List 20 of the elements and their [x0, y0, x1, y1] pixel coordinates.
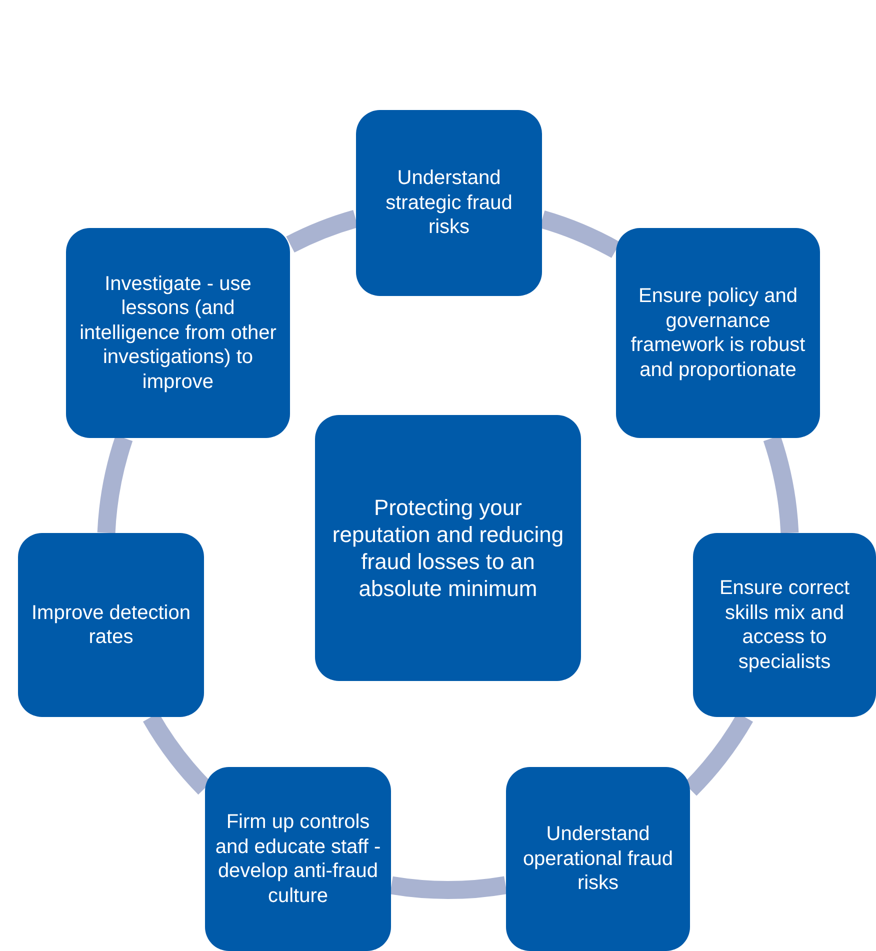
box-text: Ensure policy and governance framework is robust and proportionate [630, 284, 806, 382]
ring-connector [763, 436, 799, 534]
rounded-box [356, 110, 542, 296]
rounded-box [66, 228, 290, 438]
ring-connector [286, 210, 358, 253]
box-text: Protecting your reputation and reducing fraud losses to an absolute minimum [331, 494, 565, 602]
rounded-box [315, 415, 581, 681]
rounded-box [205, 767, 391, 951]
ring-connector [390, 876, 507, 899]
box-text: Firm up controls and educate staff - develop anti-fraud culture [215, 810, 381, 908]
box-text: Investigate - use lessons (and intelligence from other investigations) to improve [78, 272, 278, 394]
box-text: Ensure correct skills mix and access to specialists [718, 576, 851, 674]
box-text: Understand operational fraud risks [522, 822, 674, 896]
rounded-box [693, 533, 876, 717]
rounded-box [18, 533, 204, 717]
rounded-box [506, 767, 690, 951]
ring-connector [97, 436, 133, 534]
box-text: Improve detection rates [30, 600, 192, 650]
rounded-box [616, 228, 820, 438]
box-text: Understand strategic fraud risks [384, 166, 514, 240]
